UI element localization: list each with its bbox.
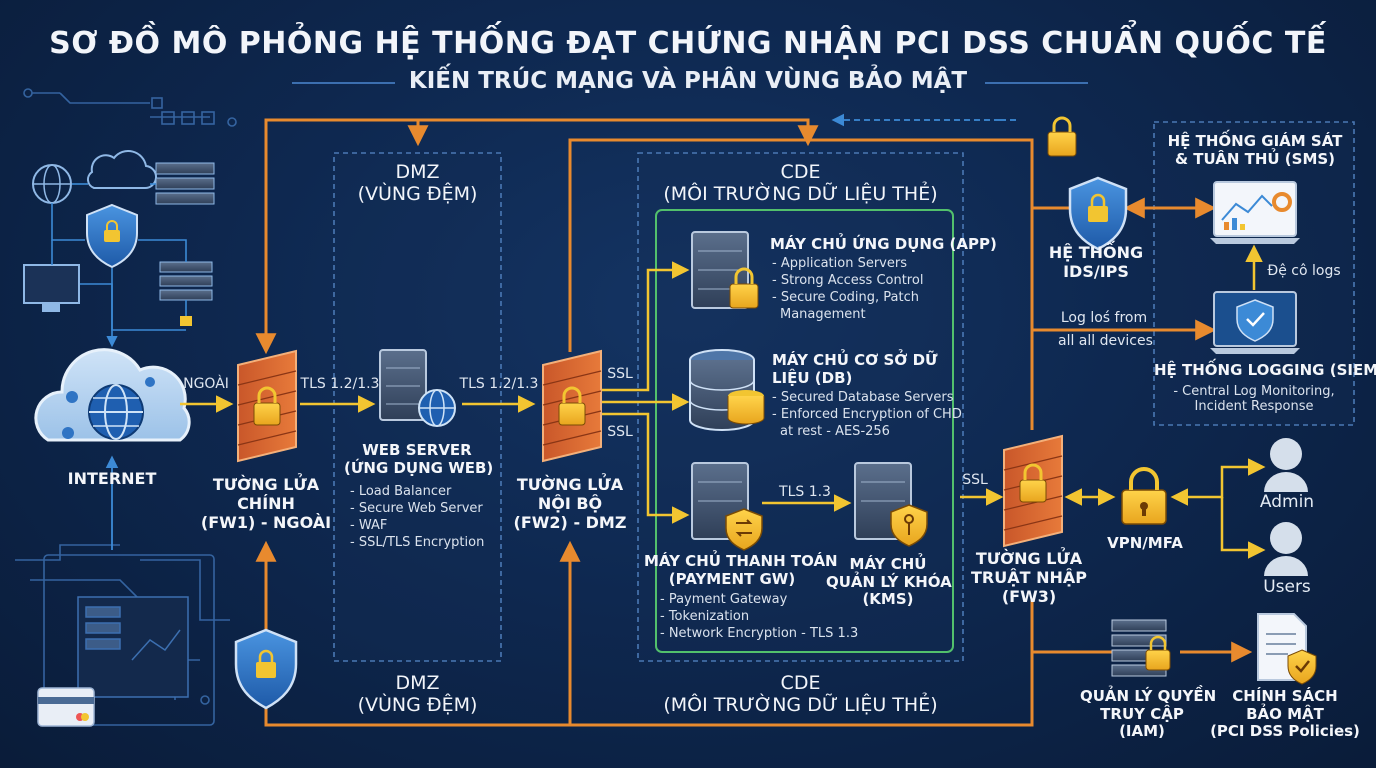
web-server-label: WEB SERVER(ỨNG DỤNG WEB) — [344, 441, 494, 477]
fw3-firewall-icon — [1003, 434, 1063, 548]
vpn-lock-icon — [1121, 467, 1167, 525]
shield-lock-icon — [234, 628, 298, 710]
internet-cloud-icon — [34, 348, 191, 442]
admin-label: Admin — [1259, 492, 1315, 512]
vpn-mfa-label: VPN/MFA — [1107, 534, 1183, 552]
siem-laptop-icon — [1210, 291, 1300, 354]
web-server-icon — [379, 349, 456, 427]
admin-user-icon — [1264, 438, 1308, 492]
db-server-features: - Secured Database Servers- Enforced Enc… — [772, 390, 962, 439]
dashboard-illustration — [37, 596, 189, 727]
page-title: SƠ ĐỒ MÔ PHỎNG HỆ THỐNG ĐẠT CHỨNG NHẬN P… — [49, 26, 1327, 61]
kms-server-icon — [854, 462, 928, 547]
device-cluster-icon — [23, 150, 215, 348]
sms-laptop-icon — [1210, 181, 1300, 244]
yellow-links — [180, 261, 1266, 559]
iam-server-icon — [1111, 619, 1171, 677]
tls-link-label-b: TLS 1.2/1.3 — [459, 376, 539, 392]
ssl-link-label-b: SSL — [607, 424, 633, 440]
policy-document-icon — [1257, 613, 1317, 685]
tls13-link-label: TLS 1.3 — [779, 484, 831, 500]
app-server-icon — [691, 231, 759, 309]
web-server-features: - Load Balancer- Secure Web Server - WAF… — [350, 484, 485, 550]
ssl-link-label-c: SSL — [962, 472, 988, 488]
users-label: Users — [1263, 577, 1311, 597]
siem-title: HỆ THỐNG LOGGING (SIEM) — [1154, 361, 1376, 379]
users-icon — [1264, 522, 1308, 576]
ssl-link-label-a: SSL — [607, 366, 633, 382]
db-server-icon — [689, 349, 765, 431]
dmz-title: DMZ(VÙNG ĐỆM) — [357, 161, 478, 206]
payment-gw-title: MÁY CHỦ THANH TOÁN(PAYMENT GW) — [644, 552, 838, 588]
app-server-features: - Application Servers- Strong Access Con… — [772, 256, 924, 322]
siem-log-label: Đệ cô logs — [1267, 263, 1341, 279]
outside-link-label: NGOÀI — [183, 376, 229, 392]
fw1-firewall-icon — [237, 349, 297, 463]
tls-link-label-a: TLS 1.2/1.3 — [300, 376, 380, 392]
app-server-title: MÁY CHỦ ỨNG DỤNG (APP) — [770, 235, 997, 253]
ids-shield-icon — [1068, 176, 1128, 251]
payment-server-icon — [691, 462, 763, 551]
page-subtitle: KIẾN TRÚC MẠNG VÀ PHÂN VÙNG BẢO MẬT — [408, 68, 968, 94]
cde-bottom-title: CDE(MÔI TRƯỜNG DỮ LIỆU THẺ) — [663, 672, 938, 717]
siem-features: - Central Log Monitoring,Incident Respon… — [1173, 384, 1335, 415]
fw2-firewall-icon — [542, 349, 602, 463]
payment-gw-features: - Payment Gateway- Tokenization- Network… — [660, 592, 859, 641]
sms-title: HỆ THỐNG GIÁM SÁT& TUÂN THỦ (SMS) — [1167, 132, 1343, 168]
cde-title: CDE(MÔI TRƯỜNG DỮ LIỆU THẺ) — [663, 161, 938, 206]
lock-icon — [1047, 116, 1077, 157]
dmz-bottom-title: DMZ(VÙNG ĐỆM) — [357, 672, 478, 717]
internet-label: INTERNET — [67, 469, 157, 488]
